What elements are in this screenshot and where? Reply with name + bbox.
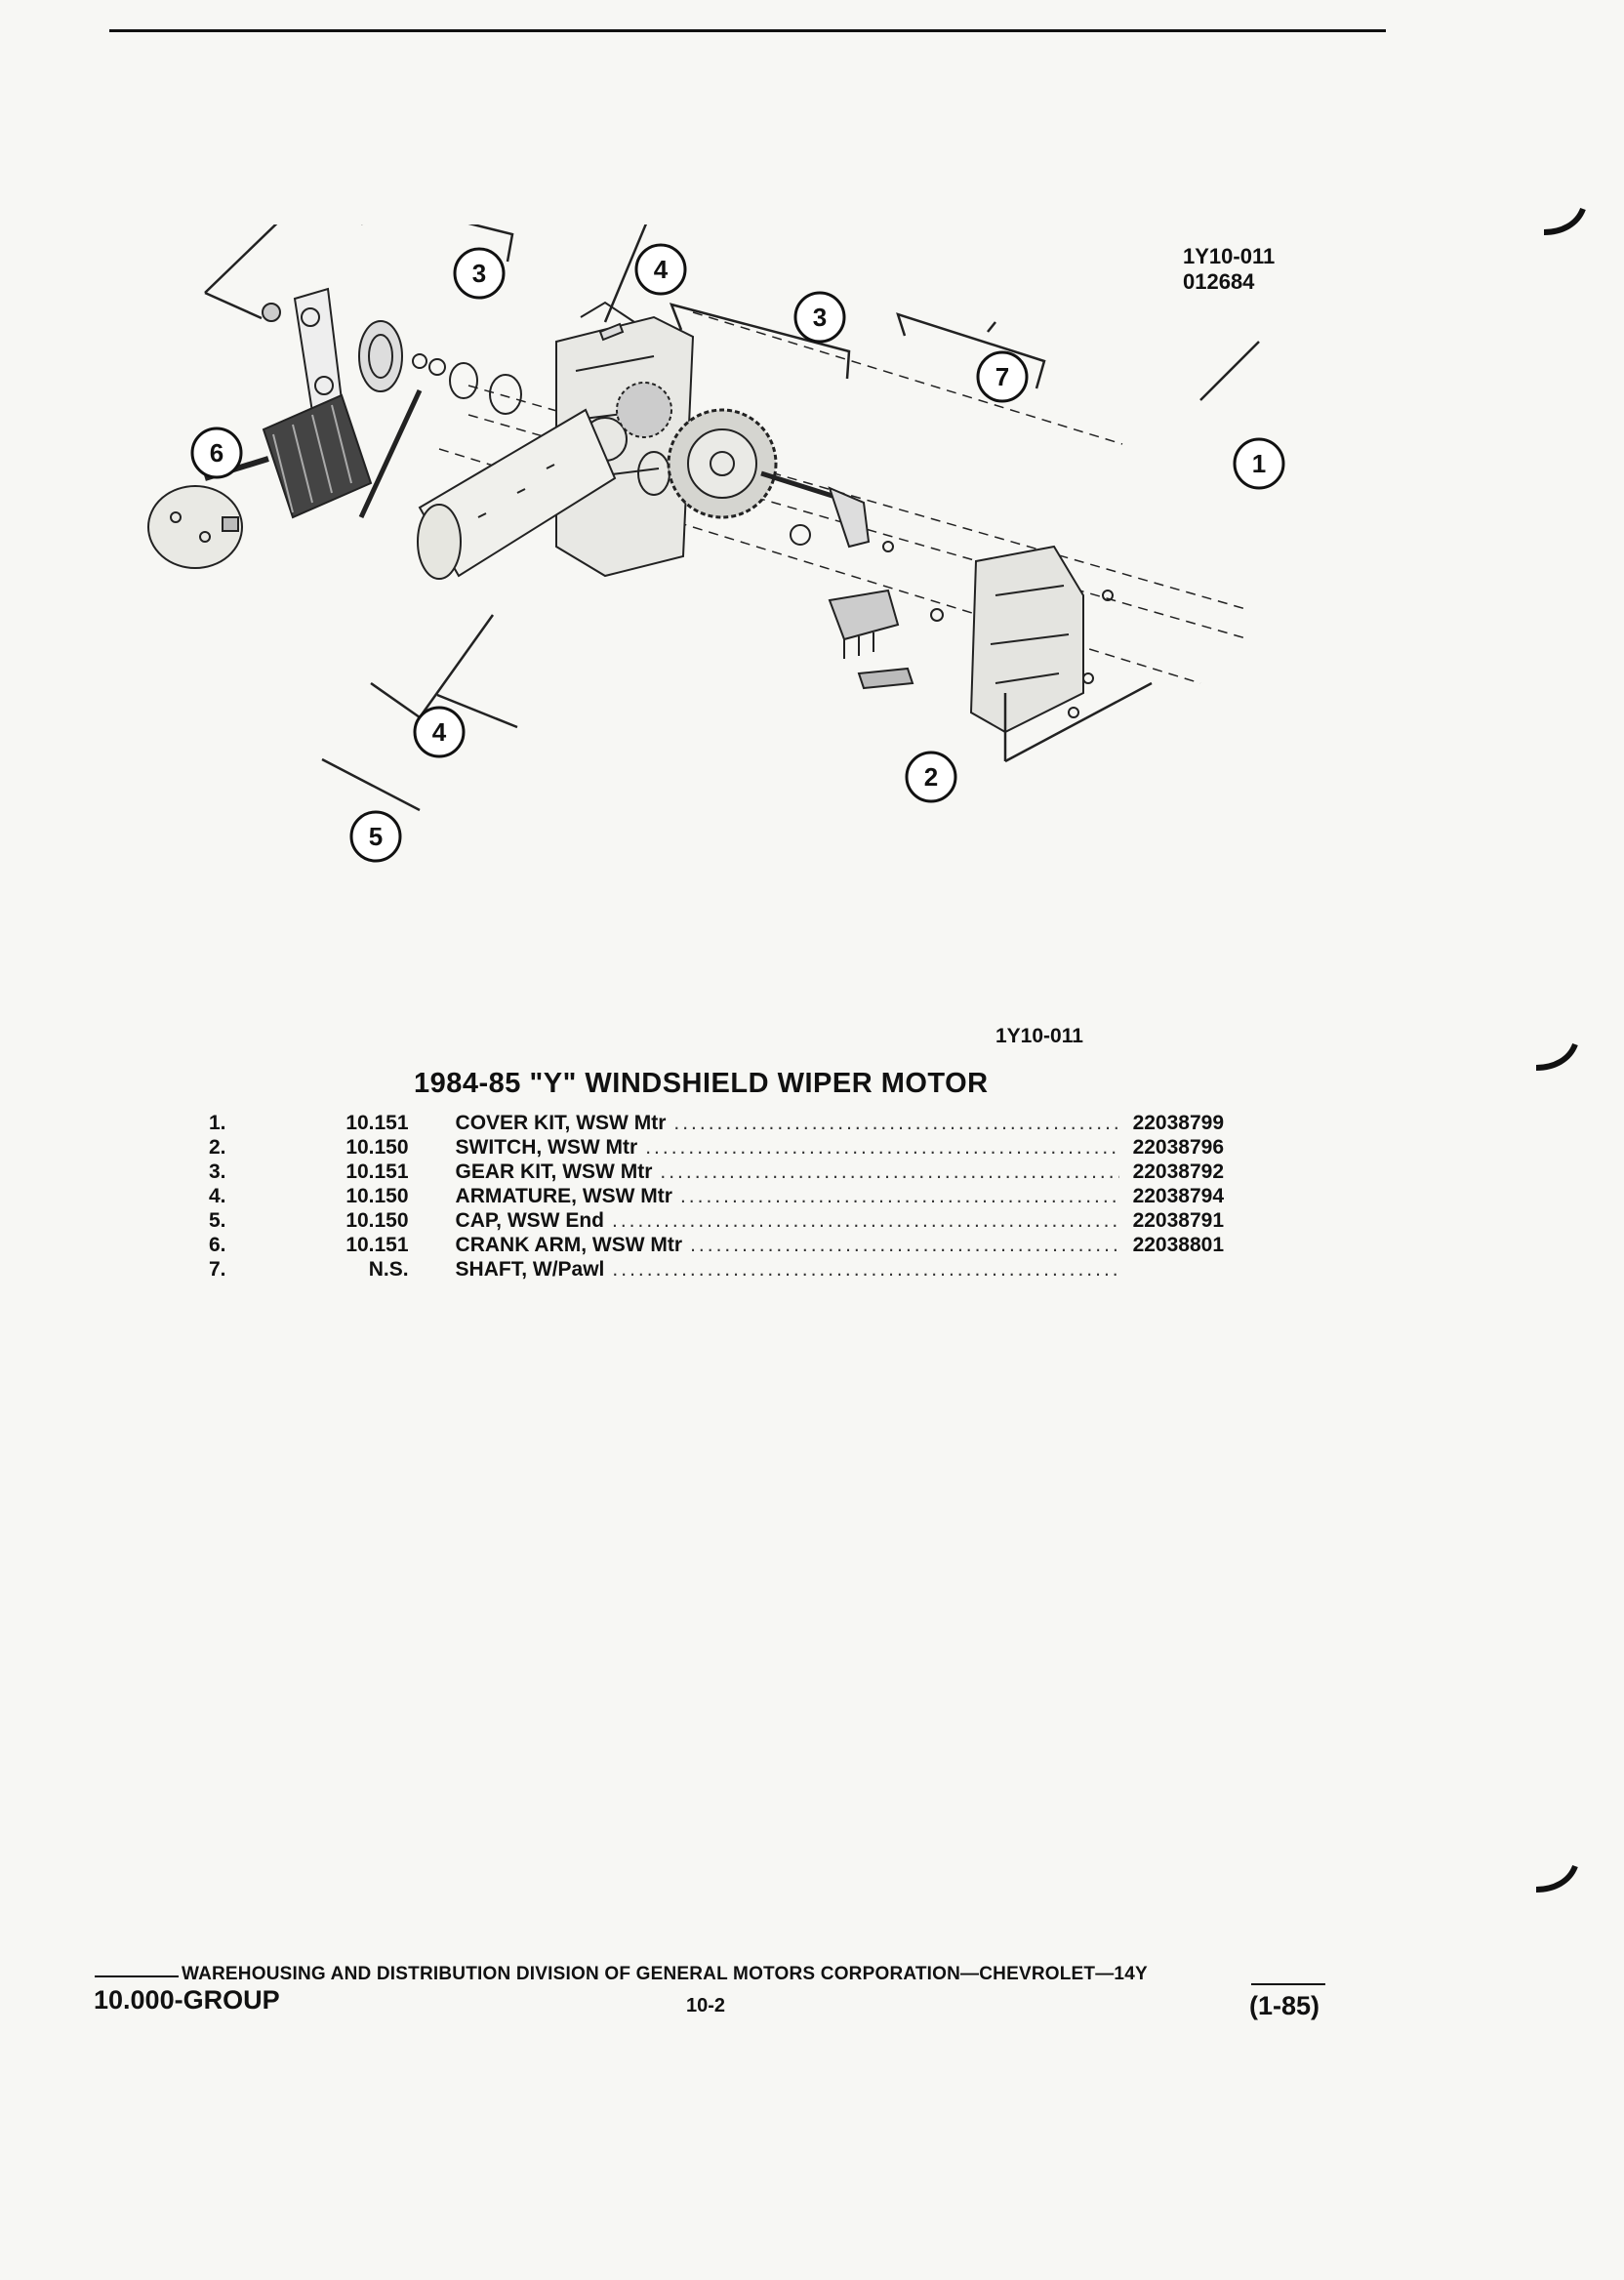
- part-description: GEAR KIT, WSW Mtr: [455, 1160, 653, 1183]
- part-number: 22038796: [1132, 1136, 1224, 1159]
- pin-part: [598, 322, 625, 342]
- callout-3-gear-label: 3: [813, 303, 827, 332]
- margin-mark: [1535, 1042, 1578, 1071]
- switch-part: [828, 589, 944, 690]
- item-number: 3.: [209, 1160, 226, 1183]
- part-number: 22038799: [1132, 1112, 1224, 1134]
- part-number: 22038792: [1132, 1160, 1224, 1183]
- top-rule: [109, 29, 1386, 32]
- exploded-diagram: [147, 224, 1260, 812]
- seal-kit-part: [358, 320, 522, 415]
- leader-dots: ........................................…: [660, 1160, 1118, 1183]
- part-number: 22038794: [1132, 1185, 1224, 1207]
- part-description: SHAFT, W/Pawl: [455, 1258, 605, 1281]
- callout-2: [905, 751, 957, 803]
- table-row: 4. 10.150 ARMATURE, WSW Mtr.............…: [209, 1184, 1224, 1208]
- table-row: 1. 10.151 COVER KIT, WSW Mtr............…: [209, 1111, 1224, 1135]
- callout-5-label: 5: [369, 822, 383, 851]
- table-row: 3. 10.151 GEAR KIT, WSW Mtr.............…: [209, 1160, 1224, 1184]
- item-number: 4.: [209, 1185, 226, 1207]
- callout-2-label: 2: [924, 762, 938, 792]
- leader-dots: ........................................…: [673, 1112, 1118, 1134]
- item-number: 5.: [209, 1209, 226, 1232]
- shaft-pawl-part: [760, 470, 894, 552]
- leader-dots: ........................................…: [690, 1234, 1118, 1256]
- figure-caption: 1Y10-011: [995, 1025, 1083, 1047]
- footer-rule-right: [1251, 1983, 1325, 1985]
- callout-3-gear: [793, 291, 846, 344]
- callout-3-upper-label: 3: [472, 259, 486, 288]
- item-number: 7.: [209, 1258, 226, 1281]
- callout-1-label: 1: [1252, 449, 1266, 478]
- item-number: 1.: [209, 1112, 226, 1134]
- part-description: CRANK ARM, WSW Mtr: [455, 1234, 683, 1256]
- part-number: [1119, 1257, 1224, 1282]
- item-number: 6.: [209, 1234, 226, 1256]
- leader-lines: [204, 224, 1260, 812]
- callout-5: [349, 810, 402, 863]
- callout-1: [1233, 437, 1285, 490]
- table-row: 7. N.S. SHAFT, W/Pawl...................…: [209, 1257, 1224, 1282]
- group-number: 10.150: [345, 1185, 409, 1207]
- callout-6: [190, 427, 243, 479]
- callout-4-armature: [413, 706, 466, 758]
- footer-page-number: 10-2: [686, 1995, 726, 2016]
- leader-dots: ........................................…: [612, 1258, 1118, 1281]
- group-number: 10.151: [345, 1234, 409, 1256]
- part-description: CAP, WSW End: [455, 1209, 604, 1232]
- footer-division-line: WAREHOUSING AND DISTRIBUTION DIVISION OF…: [182, 1964, 1148, 1984]
- callout-4-pin: [634, 243, 687, 296]
- figure-tag: 1Y10-011 012684: [1183, 244, 1275, 295]
- table-row: 5. 10.150 CAP, WSW End..................…: [209, 1208, 1224, 1233]
- group-number: 10.151: [345, 1112, 409, 1134]
- motor-can-part: [417, 408, 617, 580]
- footer-rule-left: [95, 1975, 179, 1977]
- cover-part: [969, 545, 1114, 734]
- callout-7-label: 7: [995, 362, 1009, 391]
- gear-kit-part: [616, 382, 778, 519]
- figure-tag-date: 012684: [1183, 269, 1255, 294]
- leader-dots: ........................................…: [612, 1209, 1119, 1232]
- table-row: 6. 10.151 CRANK ARM, WSW Mtr............…: [209, 1233, 1224, 1257]
- part-description: COVER KIT, WSW Mtr: [455, 1112, 667, 1134]
- part-number: 22038791: [1132, 1209, 1224, 1232]
- parts-list-table: 1. 10.151 COVER KIT, WSW Mtr............…: [209, 1111, 1224, 1282]
- part-description: SWITCH, WSW Mtr: [455, 1136, 638, 1159]
- footer-group: 10.000-GROUP: [94, 1985, 280, 2015]
- end-cap-part: [147, 485, 243, 569]
- group-number: 10.150: [345, 1209, 409, 1232]
- leader-dots: ........................................…: [645, 1136, 1119, 1159]
- group-number: 10.150: [345, 1136, 409, 1159]
- callout-7: [976, 350, 1029, 403]
- footer-date: (1-85): [1249, 1991, 1320, 2020]
- callout-3-upper: [453, 247, 506, 300]
- callout-4-armature-label: 4: [432, 717, 447, 747]
- callout-6-label: 6: [210, 438, 223, 468]
- part-description: ARMATURE, WSW Mtr: [455, 1185, 672, 1207]
- figure-tag-id: 1Y10-011: [1183, 244, 1276, 268]
- parts-list-title: 1984-85 "Y" WINDSHIELD WIPER MOTOR: [414, 1068, 989, 1099]
- group-number: N.S.: [368, 1258, 409, 1281]
- margin-mark: [1535, 1864, 1578, 1893]
- margin-mark: [1543, 207, 1586, 235]
- callout-4-pin-label: 4: [654, 255, 669, 284]
- callout-circles: 1 2 3 3 4 4 5 6 7: [190, 243, 1285, 863]
- crank-arm-part: [262, 287, 344, 414]
- motor-housing-part: [555, 301, 695, 578]
- part-number: 22038801: [1132, 1234, 1224, 1256]
- armature-part: [204, 388, 423, 519]
- leader-dots: ........................................…: [679, 1185, 1119, 1207]
- item-number: 2.: [209, 1136, 226, 1159]
- group-number: 10.151: [345, 1160, 409, 1183]
- table-row: 2. 10.150 SWITCH, WSW Mtr...............…: [209, 1135, 1224, 1160]
